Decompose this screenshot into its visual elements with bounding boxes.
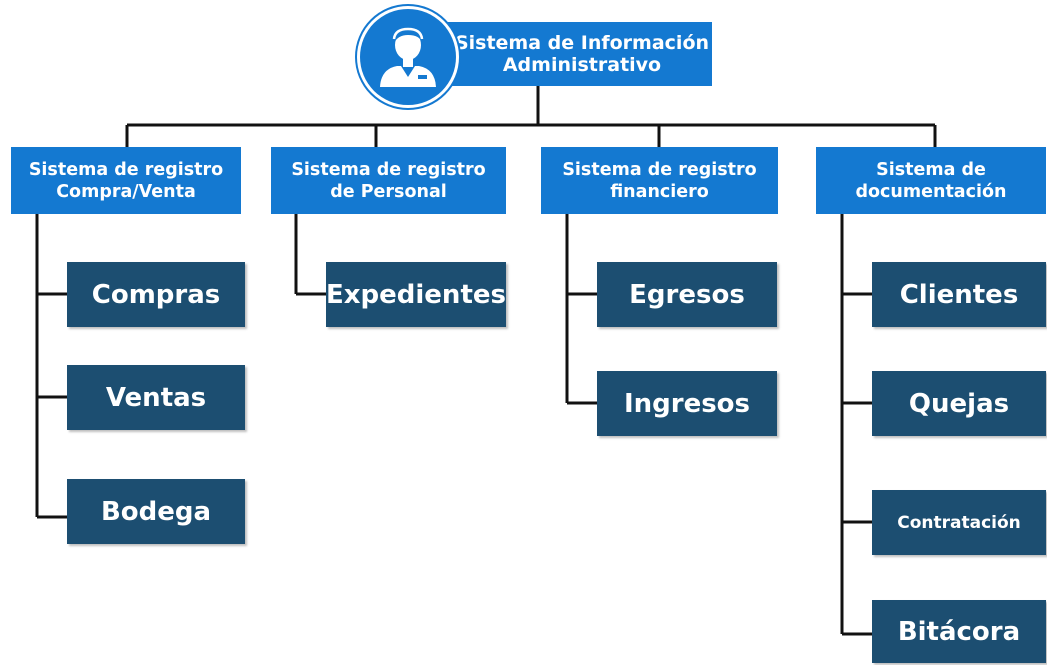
leaf-label: Contratación [897,512,1021,533]
leaf-label: Expedientes [326,279,506,310]
category-financiero: Sistema de registro financiero [541,147,778,214]
root-title: Sistema de Información Administrativo [454,32,710,76]
category-label: Sistema de documentación [855,159,1007,202]
leaf-clientes: Clientes [872,262,1046,327]
category-documentacion: Sistema de documentación [816,147,1046,214]
root-node: Sistema de Información Administrativo [440,22,712,86]
category-label: Sistema de registro financiero [562,159,757,202]
category-label: Sistema de registro Compra/Venta [28,159,224,202]
leaf-bitacora: Bitácora [872,600,1046,663]
category-personal: Sistema de registro de Personal [271,147,506,214]
leaf-label: Clientes [899,279,1019,310]
leaf-label: Bodega [100,496,212,527]
leaf-label: Compras [91,279,221,310]
leaf-quejas: Quejas [872,371,1046,436]
leaf-label: Bitácora [897,616,1021,647]
user-avatar-icon [360,9,456,105]
leaf-label: Egresos [629,279,745,310]
leaf-compras: Compras [67,262,245,327]
leaf-label: Ventas [105,382,207,413]
category-label: Sistema de registro de Personal [291,159,486,202]
leaf-label: Quejas [908,388,1010,419]
leaf-bodega: Bodega [67,479,245,544]
leaf-ventas: Ventas [67,365,245,430]
leaf-ingresos: Ingresos [597,371,777,436]
leaf-expedientes: Expedientes [326,262,506,327]
leaf-contratacion: Contratación [872,490,1046,555]
leaf-egresos: Egresos [597,262,777,327]
category-compra-venta: Sistema de registro Compra/Venta [11,147,241,214]
leaf-label: Ingresos [623,388,751,419]
